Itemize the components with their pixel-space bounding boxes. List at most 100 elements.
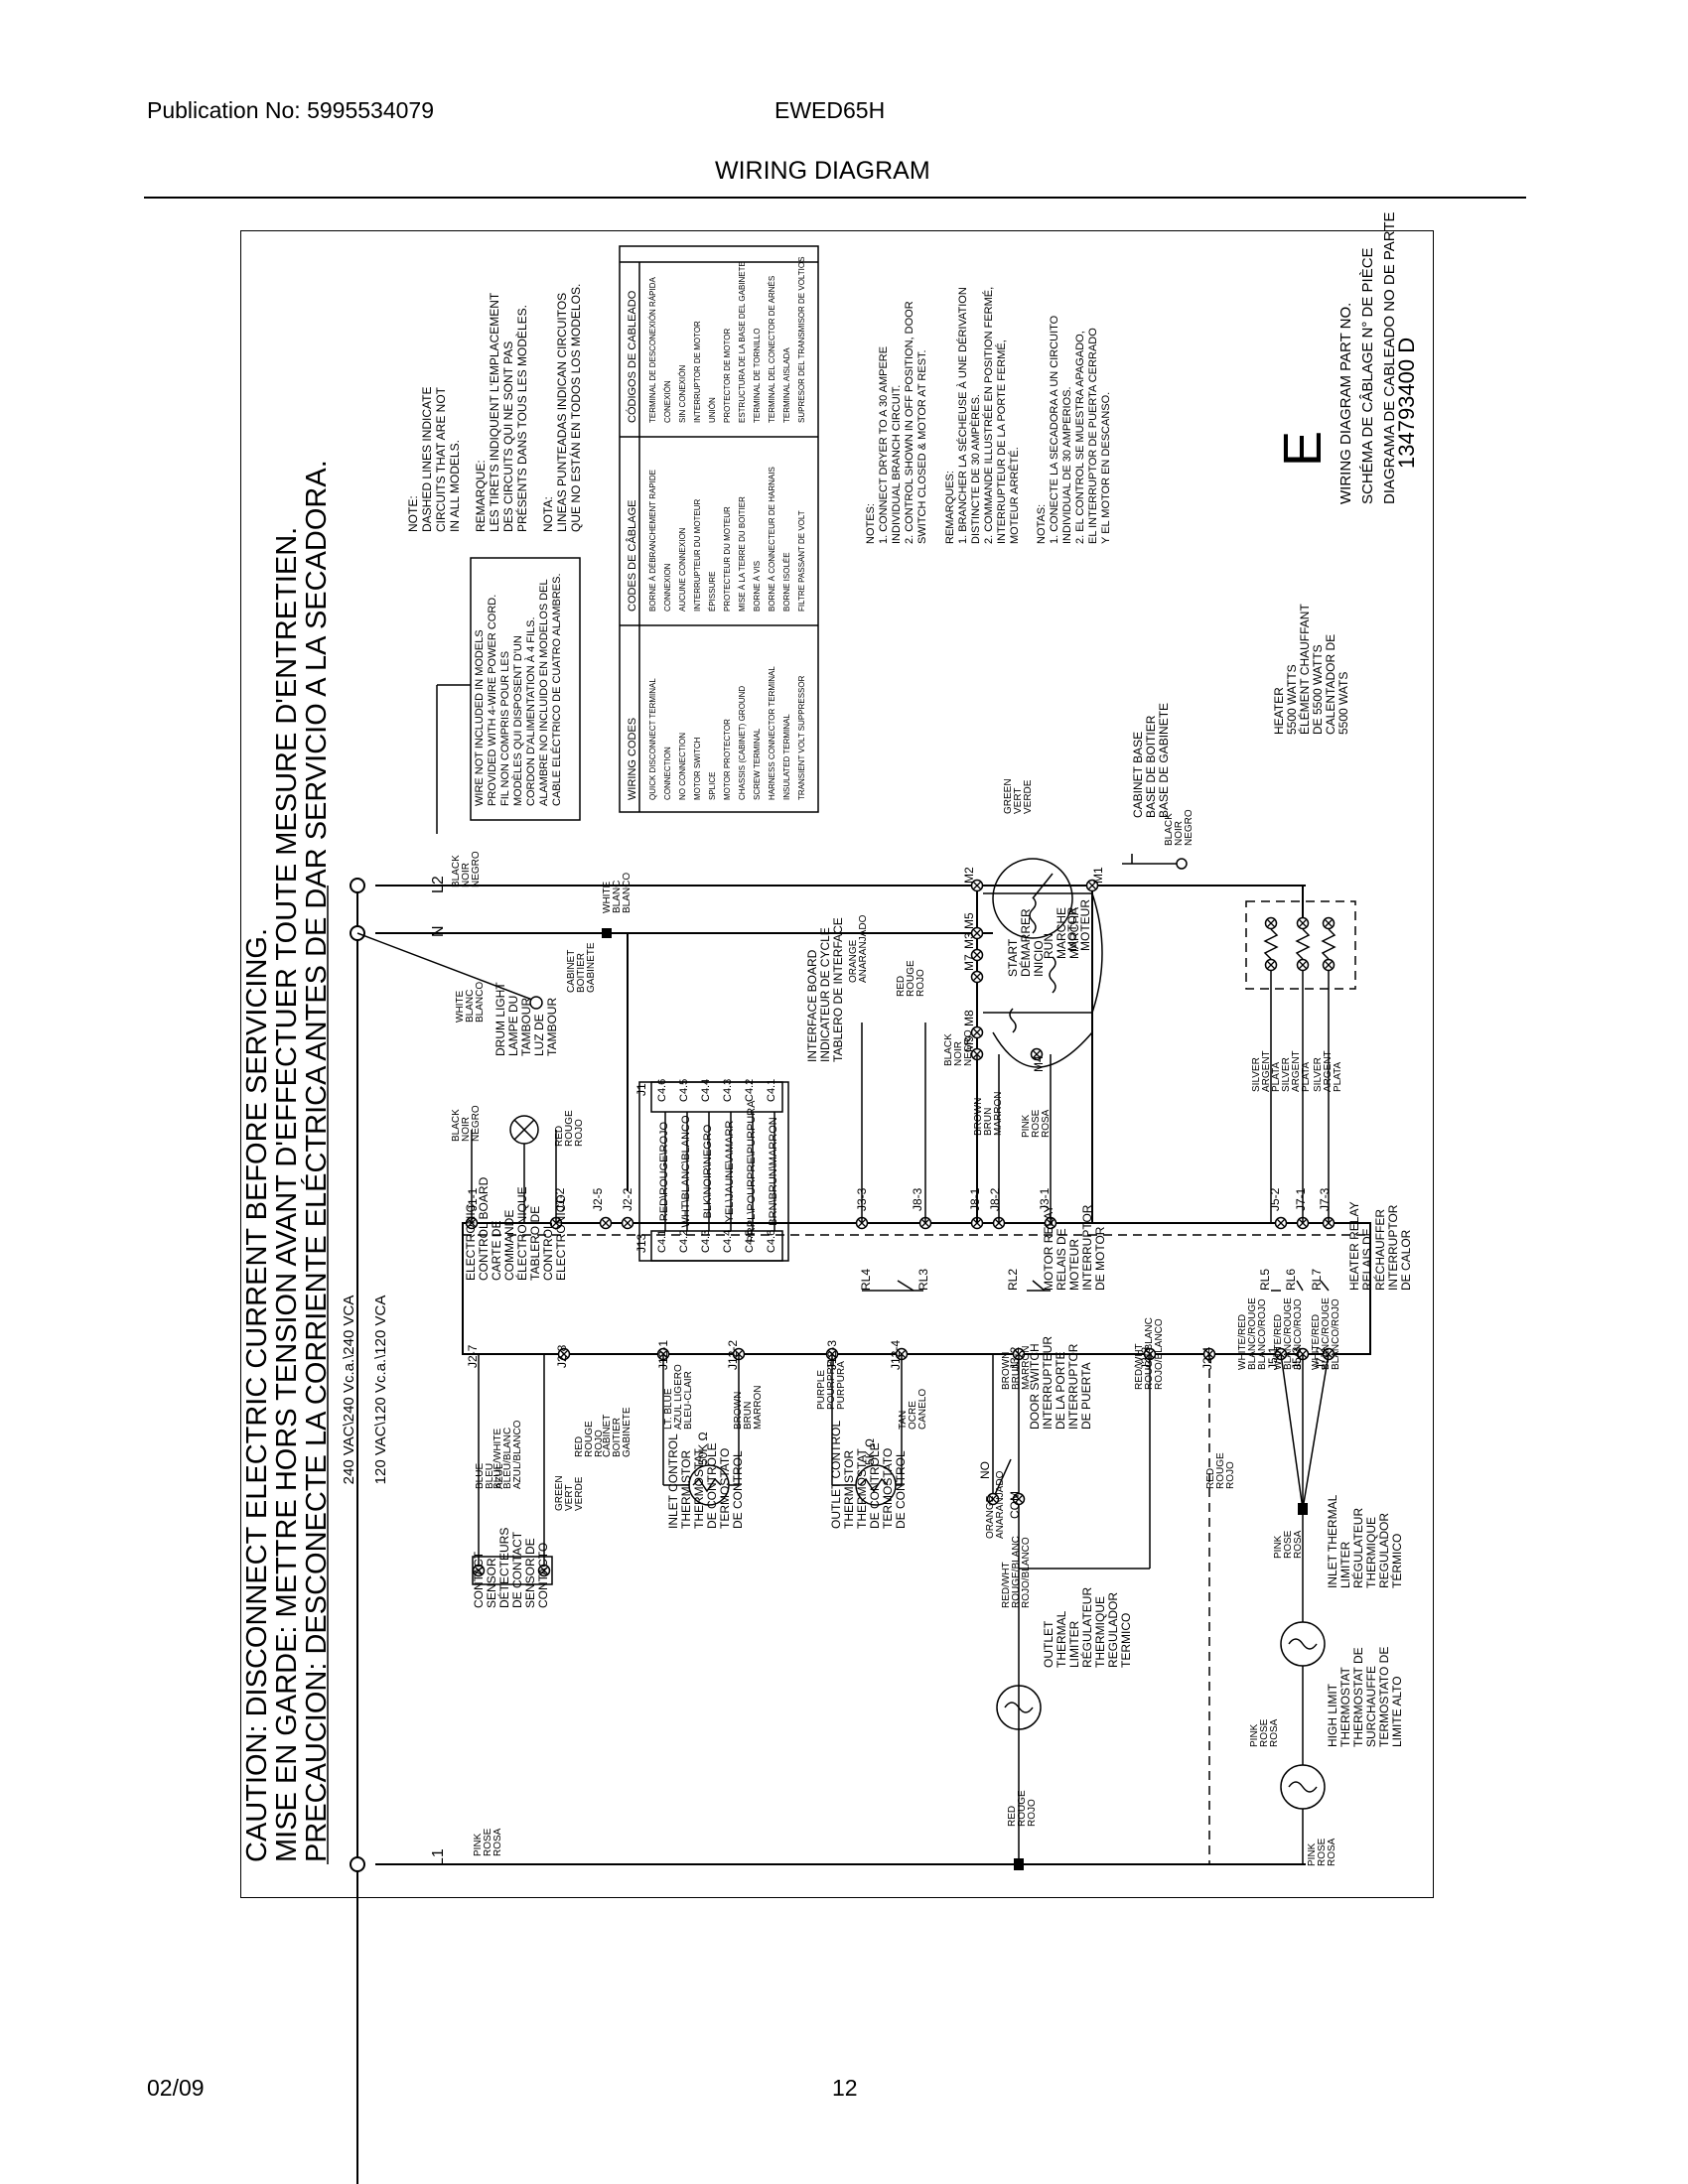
codes-en-item: INSULATED TERMINAL bbox=[782, 714, 791, 800]
component-label-heater-relay: INTERRUPTOR bbox=[1386, 1204, 1400, 1291]
wire-label-silver-3: ARGENT bbox=[1323, 1050, 1334, 1092]
codes-en-item: MOTOR SWITCH bbox=[693, 737, 702, 800]
codes-fr-item: FILTRE PASSANT DE VOLT bbox=[797, 510, 806, 612]
component-label-inlet-limiter: TÉRMICO bbox=[1389, 1534, 1404, 1588]
component-label-high-limit: THERMOSTAT bbox=[1338, 1666, 1352, 1747]
wire-label-red-j24: ROUGE bbox=[1215, 1452, 1226, 1489]
codes-fr-item: BORNE À VIS bbox=[753, 561, 762, 612]
wire-label-brown-j32: BRUN bbox=[1011, 1362, 1022, 1390]
wire-label-silver-2: ARGENT bbox=[1291, 1050, 1302, 1092]
component-label-start: START bbox=[1006, 938, 1020, 977]
connector-m1: M1 bbox=[1091, 867, 1105, 884]
wire-label-pink-board: PINK bbox=[1021, 1114, 1032, 1138]
notes-fr: INTERRUPTEUR DE LA PORTE FERMÉ, bbox=[995, 340, 1008, 544]
connector-com: COM bbox=[1008, 1491, 1022, 1519]
component-label-run: RUN bbox=[1042, 933, 1055, 959]
component-label-outlet-limiter: REGULADOR bbox=[1106, 1592, 1120, 1668]
codes-es-item: TERMINAL DEL CONECTOR DE ARNÉS bbox=[768, 276, 776, 423]
caution-text: PRECAUCION: DESCONECTE LA CORRIENTE ELÉC… bbox=[300, 460, 333, 1862]
connector-j2-3: J2-3 bbox=[1139, 1346, 1153, 1370]
component-label-high-limit: THERMOSTAT DE bbox=[1351, 1647, 1365, 1747]
part-number: 134793400 D bbox=[1394, 338, 1419, 469]
relay-rl4 bbox=[862, 1280, 923, 1292]
wire-label-cabinet-j28: CABINET bbox=[602, 1415, 613, 1457]
relay-rl5-rl6-rl7 bbox=[1271, 1280, 1330, 1292]
wire-label-red-j28: ROJO bbox=[594, 1430, 605, 1457]
wire-label-white-red-2: BLANC/ROUGE bbox=[1283, 1297, 1294, 1370]
wire-label-brown-j32: MARRON bbox=[1021, 1346, 1032, 1390]
connector-j7-1: J7-1 bbox=[1294, 1187, 1308, 1211]
component-label-motor-relay: MOTOR RELAY bbox=[1042, 1205, 1055, 1291]
connector-j12-4: J12-4 bbox=[889, 1340, 903, 1370]
connector-rl2: RL2 bbox=[1006, 1269, 1020, 1291]
wire-label-silver-1: SILVER bbox=[1251, 1057, 1262, 1092]
wire-label-black-m1: NEGRO bbox=[1184, 809, 1195, 846]
codes-es-item: TERMINAL DE DESCONEXIÓN RÁPIDA bbox=[648, 276, 657, 423]
component-label-door-switch: DE LA PORTE bbox=[1054, 1352, 1067, 1430]
notes-fr: REMARQUES: bbox=[944, 471, 956, 544]
harness-wire-label: BLK\NOIR\NEGRO bbox=[702, 1124, 714, 1218]
connector-j8-2: J8-2 bbox=[988, 1187, 1002, 1211]
wire-label-pink-heater: ROSA bbox=[1293, 1530, 1304, 1559]
connector-m3: M3 bbox=[962, 932, 976, 949]
component-label-cabinet-base: CABINET BASE bbox=[1131, 732, 1145, 818]
harness-pin-left: C4.4 bbox=[722, 1230, 734, 1253]
dashed-note-es: NOTA: bbox=[541, 496, 555, 532]
component-label-interface-board: TABLERO DE INTERFACE bbox=[831, 917, 845, 1062]
connector-rl3: RL3 bbox=[916, 1269, 930, 1291]
connector-j2-7: J2-7 bbox=[466, 1344, 480, 1368]
codes-es-item: PROTECTOR DE MOTOR bbox=[723, 329, 732, 423]
component-label-control-board: ELECTRÓNICO bbox=[553, 1194, 568, 1281]
wire-label-green-motor: VERT bbox=[1013, 788, 1024, 815]
codes-en-item: CONNECTION bbox=[663, 747, 672, 800]
wire-label-green-j28: VERT bbox=[564, 1485, 575, 1512]
codes-table-header: CÓDIGOS DE CABLEADO bbox=[626, 290, 638, 423]
component-label-control-board: CARTE DE bbox=[490, 1221, 503, 1281]
codes-en-item: HARNESS CONNECTOR TERMINAL bbox=[768, 666, 776, 800]
connector-m2: M2 bbox=[962, 867, 976, 884]
wire-label-black-l2: BLACK bbox=[451, 855, 462, 887]
component-label-contact-sensor: DE CONTACT bbox=[510, 1531, 524, 1608]
component-label-heater: 5500 WATTS bbox=[1285, 664, 1299, 735]
wire-label-white-red-2: BLANCO/ROJO bbox=[1293, 1298, 1304, 1370]
wire-label-red-board: ROUGE bbox=[906, 960, 916, 997]
wire-label-red-j24: RED bbox=[1205, 1468, 1216, 1489]
codes-es-item: INTERRUPTOR DE MOTOR bbox=[693, 321, 702, 423]
wire-label-pink-inlet: ROSA bbox=[1327, 1838, 1337, 1866]
connector-j2-2: J2-2 bbox=[621, 1187, 634, 1211]
codes-fr-item: PROTECTEUR DU MOTEUR bbox=[723, 506, 732, 612]
component-label-run: MARCHE bbox=[1055, 907, 1068, 959]
wire-note-text: FIL NON COMPRIS POUR LES bbox=[499, 651, 511, 806]
wire-label-silver-3: PLATA bbox=[1333, 1061, 1343, 1092]
codes-fr-item: BORNE ISOLÉE bbox=[782, 552, 791, 612]
connector-rl7: RL7 bbox=[1310, 1269, 1324, 1291]
wire-label-lt-blue: AZUL LIGERO bbox=[673, 1364, 684, 1430]
wire-label-orange-board: ORANGE bbox=[848, 939, 859, 983]
component-label-inlet-limiter: RÉGULATEUR bbox=[1350, 1508, 1365, 1588]
dashed-note-fr: PRÉSENTS DANS TOUS LES MODÈLES. bbox=[514, 305, 529, 532]
wire-label-pink-l1: ROSE bbox=[483, 1828, 493, 1856]
connector-j2-5: J2-5 bbox=[591, 1187, 605, 1211]
wire-label-red-j28: ROUGE bbox=[584, 1421, 595, 1457]
terminal-n: N bbox=[430, 925, 447, 937]
codes-en-item: TRANSIENT VOLT SUPPRESSOR bbox=[797, 675, 806, 800]
component-label-outlet-thermistor: DE CONTROL bbox=[894, 1450, 908, 1529]
codes-fr-item: MISE À LA TERRE DU BOITIER bbox=[738, 496, 747, 612]
codes-fr-item: CONNEXION bbox=[663, 563, 672, 612]
component-label-outlet-thermistor: TERMOSTATO bbox=[881, 1448, 895, 1529]
component-label-control-board: ÉLECTRONIQUE bbox=[514, 1186, 529, 1281]
dashed-note-en: IN ALL MODELS. bbox=[448, 440, 462, 532]
notes-es: INDIVIDUAL DE 30 AMPERIOS. bbox=[1061, 386, 1073, 544]
component-label-outlet-limiter: RÉGULATEUR bbox=[1079, 1587, 1094, 1668]
component-label-outlet-limiter: THERMIQUE bbox=[1093, 1596, 1107, 1668]
codes-en-item: SPLICE bbox=[708, 772, 717, 800]
connector-rl6: RL6 bbox=[1284, 1269, 1298, 1291]
codes-es-item: ESTRUCTURA DE LA BASE DEL GABINETE bbox=[738, 261, 747, 423]
component-label-heater: 5500 WATS bbox=[1336, 672, 1350, 735]
door-switch-icon bbox=[986, 1354, 1026, 1506]
component-label-heater: CALENTADOR DE bbox=[1324, 634, 1337, 735]
wire-label-blue: BLEU bbox=[485, 1463, 495, 1489]
wire-label-silver-1: ARGENT bbox=[1261, 1050, 1272, 1092]
wire-label-red-wht-j23: ROJO/BLANCO bbox=[1154, 1318, 1165, 1390]
connector-m8: M8 bbox=[962, 1010, 976, 1026]
